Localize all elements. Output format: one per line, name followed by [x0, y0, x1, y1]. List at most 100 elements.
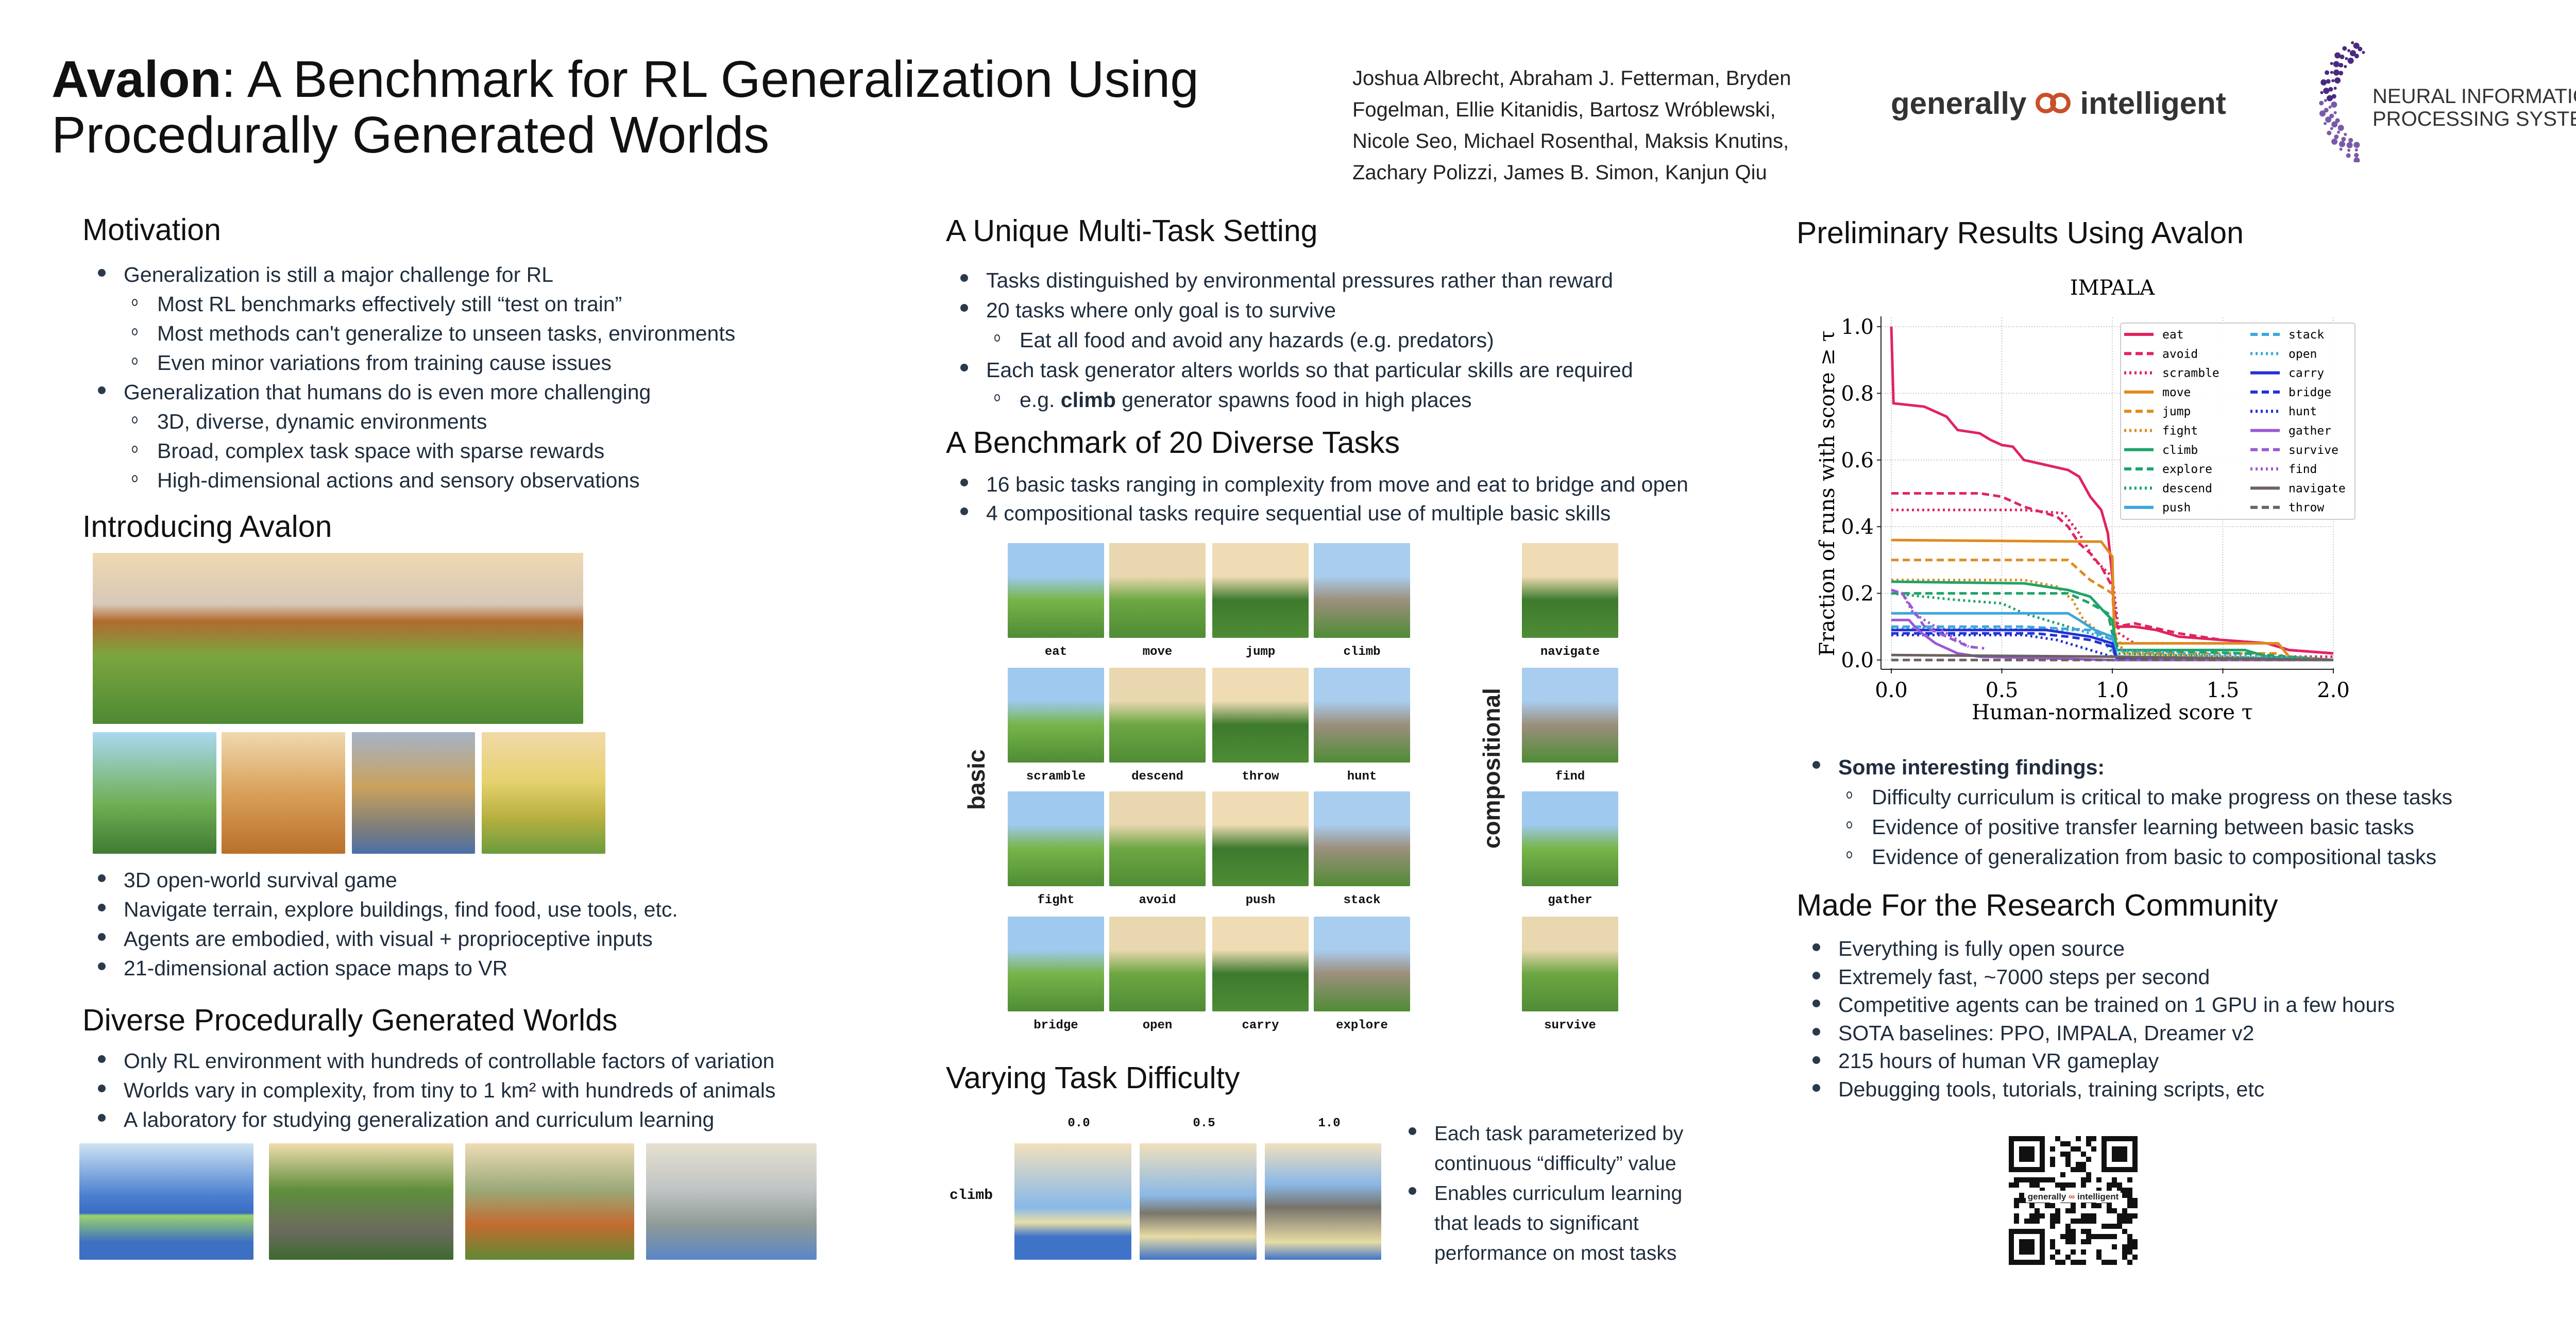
x-tick-label: 2.0: [2317, 679, 2350, 702]
x-tick-label: 0.0: [1875, 679, 1908, 702]
list-item: Each task generator alters worlds so tha…: [960, 355, 1633, 385]
task-image-gather: [1522, 791, 1618, 886]
legend-box: [2120, 323, 2355, 520]
bullet-icon: [1812, 1000, 1820, 1008]
list-item: Debugging tools, tutorials, training scr…: [1812, 1075, 2395, 1104]
task-image-carry: [1212, 917, 1309, 1011]
legend-label: gather: [2289, 425, 2331, 438]
legend-label: scramble: [2162, 367, 2219, 380]
bullet-icon: [1812, 761, 1820, 769]
logo-text: PROCESSING SYSTEMS: [2372, 108, 2576, 130]
list-item-text: e.g. climb generator spawns food in high…: [1020, 388, 1472, 412]
legend-label: eat: [2162, 328, 2184, 342]
compositional-label: compositional: [1478, 688, 1505, 849]
list-item-text: Generalization is still a major challeng…: [124, 263, 554, 286]
legend: eatavoidscramblemovejumpfightclimbexplor…: [2120, 323, 2355, 520]
bullet-icon: [98, 386, 106, 395]
bullet-icon: [960, 508, 968, 516]
list-item-text: Most methods can't generalize to unseen …: [157, 322, 736, 345]
multitask-list: Tasks distinguished by environmental pre…: [960, 265, 1633, 415]
list-item: Most RL benchmarks effectively still “te…: [98, 290, 735, 319]
legend-label: fight: [2162, 425, 2198, 438]
list-item-text: 20 tasks where only goal is to survive: [986, 298, 1336, 322]
section-heading-multitask: A Unique Multi-Task Setting: [946, 214, 1318, 248]
avalon-scene-image: [222, 732, 345, 854]
list-item-text: Each task generator alters worlds so tha…: [986, 358, 1633, 382]
list-item: Even minor variations from training caus…: [98, 348, 735, 378]
diverse-list: Only RL environment with hundreds of con…: [98, 1046, 775, 1135]
list-item-text: Generalization that humans do is even mo…: [124, 380, 651, 404]
difficulty-image-0: [1014, 1143, 1131, 1260]
sub-bullet-icon: [994, 334, 1000, 342]
bullet-icon: [960, 274, 968, 282]
legend-label: push: [2162, 501, 2191, 515]
logo-text: NEURAL INFORMATION: [2372, 85, 2576, 108]
task-label: eat: [1044, 645, 1067, 659]
x-axis-label: Human-normalized score τ: [1972, 701, 2253, 724]
generally-intelligent-logo: generally intelligent: [1891, 82, 2226, 124]
list-item-text: SOTA baselines: PPO, IMPALA, Dreamer v2: [1838, 1021, 2255, 1045]
legend-label: climb: [2162, 444, 2198, 457]
bullet-icon: [98, 962, 106, 971]
list-item: Extremely fast, ~7000 steps per second: [1812, 963, 2395, 991]
list-item-text: continuous “difficulty” value: [1434, 1153, 1676, 1175]
task-label: throw: [1242, 770, 1279, 784]
list-item-text: Eat all food and avoid any hazards (e.g.…: [1020, 328, 1494, 352]
bullet-icon: [98, 1085, 106, 1093]
task-image-survive: [1522, 917, 1618, 1011]
task-label: fight: [1037, 893, 1075, 907]
task-image-find: [1522, 668, 1618, 763]
task-label: bridge: [1033, 1019, 1078, 1033]
series-line-carry: [1891, 629, 2334, 662]
legend-label: find: [2289, 463, 2317, 476]
x-tick-label: 0.5: [1986, 679, 2019, 702]
bullet-icon: [960, 364, 968, 372]
legend-label: jump: [2162, 405, 2191, 418]
task-image-fight: [1008, 791, 1104, 886]
bullet-icon: [98, 1114, 106, 1122]
world-image-medium: [465, 1143, 634, 1260]
list-item: 3D, diverse, dynamic environments: [98, 407, 735, 436]
sub-bullet-icon: [132, 299, 138, 307]
author-line: Nicole Seo, Michael Rosenthal, Maksis Kn…: [1352, 130, 1789, 153]
list-item: Competitive agents can be trained on 1 G…: [1812, 991, 2395, 1019]
bullet-icon: [960, 304, 968, 312]
series-line-explore: [1891, 592, 2334, 662]
logo-text-right: intelligent: [2080, 86, 2226, 121]
title-rest: : A Benchmark for RL Generalization Usin…: [221, 50, 1199, 108]
bullet-icon: [1812, 1084, 1820, 1092]
list-item-text: 3D open-world survival game: [124, 868, 397, 892]
difficulty-level-label: 1.0: [1318, 1117, 1341, 1130]
list-item-text: Only RL environment with hundreds of con…: [124, 1049, 775, 1073]
list-item: A laboratory for studying generalization…: [98, 1105, 775, 1135]
qr-code[interactable]: generally ∞ intelligent: [2009, 1136, 2138, 1265]
y-tick-label: 0.8: [1841, 382, 1874, 405]
bullet-icon: [1812, 1056, 1820, 1064]
task-image-explore: [1314, 917, 1410, 1011]
poster-title: Avalon: A Benchmark for RL Generalizatio…: [52, 52, 1199, 163]
bullet-icon: [98, 269, 106, 277]
list-item: Each task parameterized by: [1409, 1119, 1683, 1149]
sub-bullet-icon: [132, 446, 138, 453]
list-item: 4 compositional tasks require sequential…: [960, 499, 1688, 528]
list-item: Navigate terrain, explore buildings, fin…: [98, 895, 678, 924]
qr-caption: generally ∞ intelligent: [2025, 1191, 2121, 1203]
list-item: Most methods can't generalize to unseen …: [98, 319, 735, 348]
section-heading-results: Preliminary Results Using Avalon: [1797, 216, 2244, 250]
y-tick-label: 0.6: [1841, 449, 1874, 472]
task-label: hunt: [1347, 770, 1377, 784]
task-label: scramble: [1026, 770, 1086, 784]
task-image-scramble: [1008, 668, 1104, 763]
list-item-text: A laboratory for studying generalization…: [124, 1108, 715, 1131]
list-item: Tasks distinguished by environmental pre…: [960, 265, 1633, 295]
task-image-eat: [1008, 543, 1104, 638]
basic-label: basic: [963, 749, 990, 810]
list-item: SOTA baselines: PPO, IMPALA, Dreamer v2: [1812, 1019, 2395, 1047]
section-heading-benchmark: A Benchmark of 20 Diverse Tasks: [946, 426, 1400, 460]
author-line: Joshua Albrecht, Abraham J. Fetterman, B…: [1352, 67, 1791, 90]
bullet-icon: [98, 933, 106, 941]
bullet-icon: [1812, 1028, 1820, 1036]
bullet-icon: [98, 874, 106, 883]
